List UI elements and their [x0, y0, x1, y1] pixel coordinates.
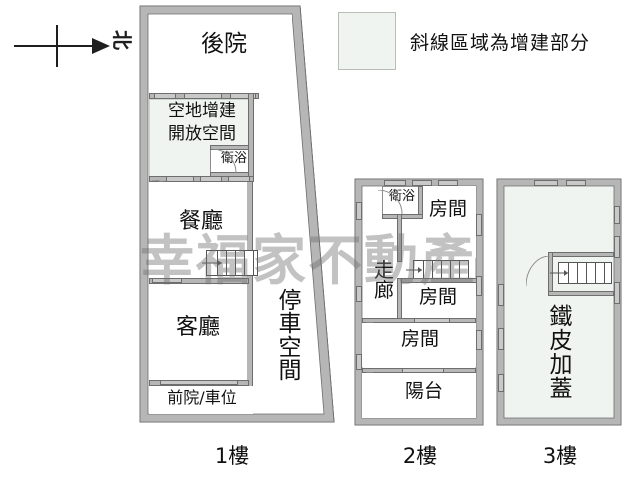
window-2f-left-1	[356, 202, 362, 220]
window-2f-right-3	[476, 330, 482, 350]
room-front-yard	[149, 386, 253, 414]
room-balcony-label: 陽台	[404, 380, 443, 402]
window-2f-top-3	[438, 180, 458, 186]
bathroom-1f-door-swing-icon	[212, 149, 237, 174]
floor-3-outline	[496, 178, 622, 426]
room-open-extension-label-line1: 空地增建	[168, 101, 236, 121]
compass-horizontal-line	[14, 45, 96, 47]
window-3f-right-1	[614, 206, 620, 224]
window-dining-living	[152, 278, 182, 283]
room-corridor-label: 走廊	[374, 258, 394, 303]
window-extension-2	[200, 176, 222, 182]
window-2f-right-2	[476, 276, 482, 296]
bathroom-2f-door-swing-icon	[378, 190, 403, 215]
room-open-extension-label-line2: 開放空間	[168, 124, 236, 144]
room-backyard-label: 後院	[201, 31, 247, 57]
window-backyard-2	[184, 93, 222, 99]
window-backyard-3	[230, 93, 256, 99]
floor-2-plan: 衛浴 房間 走廊 房間	[354, 178, 484, 426]
window-extension-1	[166, 176, 194, 182]
room-parking-space-label: 停車空間	[278, 288, 302, 385]
floor-1-extension-right-wall	[248, 93, 254, 179]
legend-swatch-icon	[338, 12, 396, 70]
room-dining-label: 餐廳	[178, 209, 223, 234]
floor-1-wall-dining-living	[149, 278, 249, 284]
floor-2-label: 2樓	[402, 444, 438, 468]
window-front-door	[160, 380, 238, 385]
floor-1-plan: 後院 空地增建 開放空間 衛浴 餐廳	[138, 4, 336, 426]
floor-3-stair-enclosure-bottom	[548, 291, 614, 296]
window-3f-top-1	[534, 180, 558, 186]
window-3f-left-1	[498, 284, 504, 306]
stair-up-arrow-icon	[202, 260, 222, 266]
floor-3-stair-enclosure-top	[548, 252, 614, 257]
room-bedroom-2	[402, 283, 476, 320]
room-front-yard-label: 前院/車位	[167, 388, 237, 407]
room-living-label: 客廳	[175, 315, 220, 340]
room-bedroom-3-label: 房間	[400, 328, 439, 350]
window-2f-top-1	[384, 180, 406, 186]
floor-2-corridor-wall	[397, 214, 402, 262]
floor-3-door-swing-icon	[526, 256, 551, 287]
floor-1-label: 1樓	[214, 444, 250, 468]
legend: 斜線區域為增建部分	[338, 12, 590, 70]
legend-label: 斜線區域為增建部分	[410, 31, 591, 54]
room-living	[149, 284, 247, 382]
staircase-3f	[558, 262, 612, 284]
window-extension-3	[228, 176, 250, 182]
floor-1-parking-divider	[246, 172, 253, 414]
compass-arrow-head	[92, 38, 110, 54]
stair-2f-up-arrow-icon	[406, 267, 422, 273]
room-backyard	[149, 15, 292, 99]
room-bedroom-3	[362, 323, 476, 367]
floor-2-bath-bottom-wall	[382, 214, 423, 219]
room-bathroom-2f-label: 衛浴	[388, 189, 415, 204]
window-2f-left-2	[356, 286, 362, 302]
window-2f-left-3	[356, 354, 362, 370]
compass-vertical-line	[56, 25, 58, 67]
stair-3f-up-arrow-icon	[550, 270, 568, 276]
room-balcony	[362, 373, 476, 418]
room-bedroom-1-label: 房間	[428, 198, 467, 220]
window-3f-right-3	[614, 282, 620, 304]
window-3f-left-2	[498, 328, 504, 350]
window-2f-b3	[414, 318, 450, 323]
window-3f-left-3	[498, 374, 504, 392]
room-bedroom-2-label: 房間	[418, 286, 457, 308]
window-2f-top-2	[412, 180, 432, 186]
room-metal-roof-addition-label: 鐵皮加蓋	[549, 304, 573, 402]
window-2f-right-1	[476, 214, 482, 236]
floor-3-label: 3樓	[542, 444, 578, 468]
window-3f-right-2	[614, 236, 620, 258]
room-bedroom-1	[423, 186, 476, 258]
compass-north-label: 北	[110, 30, 134, 50]
window-backyard-1	[154, 93, 176, 99]
window-3f-top-2	[566, 180, 586, 186]
floor-3-plan: 鐵皮加蓋	[496, 178, 622, 426]
window-2f-balcony	[402, 368, 444, 373]
north-arrow-icon: 北	[14, 20, 134, 76]
